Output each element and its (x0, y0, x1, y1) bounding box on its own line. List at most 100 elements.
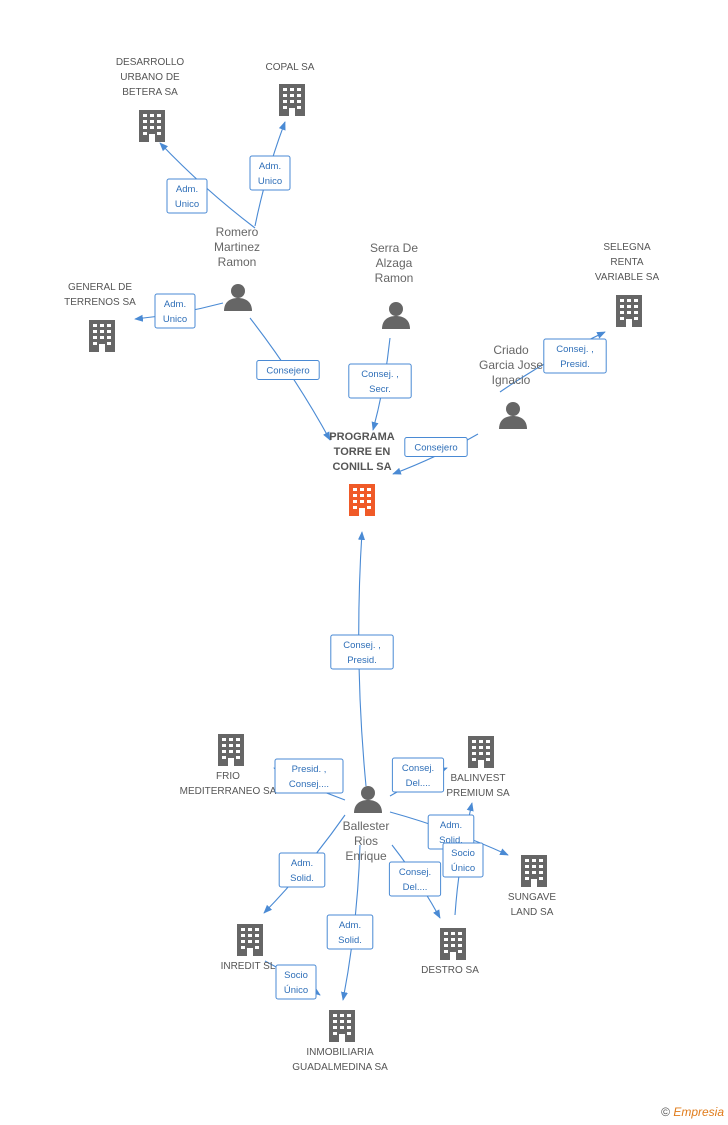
building-icon (139, 110, 165, 142)
role-badge-box (166, 178, 208, 214)
node-label: RENTA (610, 257, 643, 268)
node-label: SELEGNA (603, 242, 651, 253)
building-icon (521, 855, 547, 887)
node-label: INMOBILIARIA (306, 1047, 374, 1058)
role-text: Unico (175, 199, 199, 210)
role-text: Adm. (339, 920, 361, 931)
role-text: Consej. (402, 763, 434, 774)
node-label: COPAL SA (266, 62, 315, 73)
role-text: Consejero (414, 443, 457, 454)
node-label: PREMIUM SA (446, 788, 510, 799)
role-text: Consej. , (343, 640, 381, 651)
role-badge-e8[interactable]: Consej. , Presid. (330, 634, 394, 670)
node-label: Enrique (345, 849, 387, 863)
node-label: BALINVEST (450, 773, 505, 784)
node-general[interactable]: GENERAL DE TERRENOS SA (64, 282, 136, 352)
role-text: Adm. (259, 161, 281, 172)
building-icon (218, 734, 244, 766)
node-label: Garcia Jose (479, 358, 543, 372)
role-badge-box (330, 634, 394, 670)
role-badge-box (391, 757, 445, 793)
node-inmobiliaria[interactable]: INMOBILIARIA GUADALMEDINA SA (292, 1010, 388, 1073)
role-text: Presid. (347, 655, 377, 666)
role-badge-e7[interactable]: Consej. ,Presid. (543, 338, 607, 374)
building-icon (329, 1010, 355, 1042)
node-label: TORRE EN (334, 446, 391, 458)
role-text: Solid. (439, 835, 463, 846)
person-icon (224, 284, 252, 311)
role-badge-e9[interactable]: Presid. ,Consej.... (274, 758, 344, 794)
role-text: Consej. , (361, 369, 399, 380)
role-text: Del.... (403, 882, 428, 893)
role-badge-e14[interactable]: Consej. Del.... (388, 861, 442, 897)
node-label: CONILL SA (332, 461, 391, 473)
node-label: PROGRAMA (329, 431, 394, 443)
node-label: Ramon (218, 255, 257, 269)
role-text: Solid. (338, 935, 362, 946)
node-label: Rios (354, 834, 378, 848)
node-selegna[interactable]: SELEGNA RENTA VARIABLE SA (595, 242, 660, 327)
node-label: GENERAL DE (68, 282, 132, 293)
role-badge-box (348, 363, 412, 399)
role-badge-e5[interactable]: Consej. , Secr. (348, 363, 412, 399)
role-badge-e1[interactable]: Adm. Unico (166, 178, 208, 214)
node-label: INREDIT SL (221, 961, 276, 972)
role-text: Adm. (291, 858, 313, 869)
role-text: Adm. (176, 184, 198, 195)
role-badge-box (326, 914, 374, 950)
role-text: Secr. (369, 384, 391, 395)
node-balinvest[interactable]: BALINVEST PREMIUM SA (446, 736, 510, 799)
node-label: Alzaga (376, 256, 413, 270)
building-icon (616, 295, 642, 327)
role-badge-e2[interactable]: Adm. Unico (249, 155, 291, 191)
node-programa[interactable]: PROGRAMA TORRE EN CONILL SA (329, 431, 395, 516)
role-text: Solid. (290, 873, 314, 884)
person-icon (382, 302, 410, 329)
role-badge-e12[interactable]: Adm. Solid. (278, 852, 326, 888)
role-text: Unico (258, 176, 282, 187)
node-destro[interactable]: DESTRO SA (421, 928, 479, 976)
node-label: Serra De (370, 241, 418, 255)
nodes-layer: PROGRAMA TORRE EN CONILL SA DESARROLLOURBAN… (64, 57, 659, 1073)
role-badge-e13[interactable]: Adm. Solid. (326, 914, 374, 950)
person-icon (354, 786, 382, 813)
node-sungave[interactable]: SUNGAVE LAND SA (508, 855, 556, 918)
role-text: Único (284, 985, 308, 996)
role-text: Socio (284, 970, 308, 981)
role-badge-e10[interactable]: Consej.Del.... (391, 757, 445, 793)
footer-brand[interactable]: © Empresia (661, 1105, 724, 1119)
role-badge-e3[interactable]: Adm.Unico (154, 293, 196, 329)
role-badge-e6[interactable]: Consejero (404, 437, 468, 457)
node-label: VARIABLE SA (595, 272, 660, 283)
building-icon (468, 736, 494, 768)
role-text: Adm. (440, 820, 462, 831)
role-badge-e4[interactable]: Consejero (256, 360, 320, 380)
node-label: GUADALMEDINA SA (292, 1062, 388, 1073)
role-text: Presid. , (292, 764, 327, 775)
role-badge-box (442, 842, 484, 878)
node-copal[interactable]: COPAL SA (266, 62, 315, 116)
role-badge-box (256, 360, 320, 380)
role-text: Consej. (399, 867, 431, 878)
node-label: LAND SA (511, 907, 554, 918)
node-inredit[interactable]: INREDIT SL (221, 924, 276, 972)
node-label: SUNGAVE (508, 892, 556, 903)
role-text: Único (451, 863, 475, 874)
node-label: DESTRO SA (421, 965, 479, 976)
role-text: Consej. , (556, 344, 594, 355)
focus-building-icon (349, 484, 375, 516)
brand-name: Empresia (673, 1105, 724, 1119)
node-label: TERRENOS SA (64, 297, 136, 308)
building-icon (279, 84, 305, 116)
